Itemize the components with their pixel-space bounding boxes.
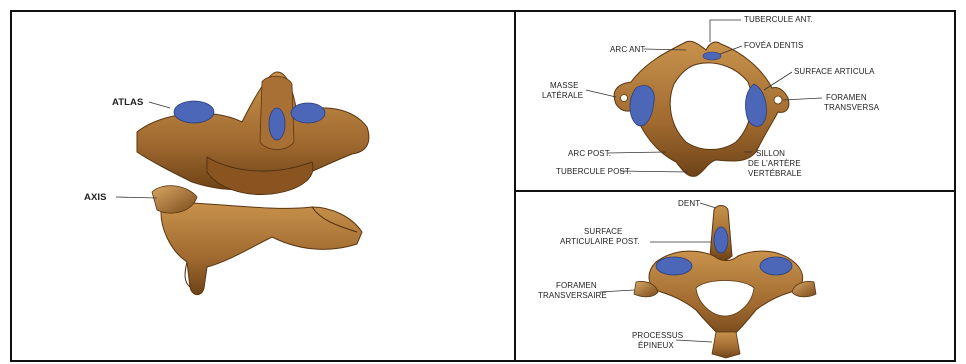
- label-arc-post: ARC POST.: [568, 149, 611, 158]
- label-processus-2: ÉPINEUX: [638, 341, 674, 350]
- atlas-axis-panel: ATLAS AXIS: [12, 12, 514, 360]
- label-processus-1: PROCESSUS: [632, 331, 683, 340]
- label-masse-2: LATÉRALE: [542, 91, 583, 100]
- fovea-dentis: [703, 52, 721, 60]
- label-axis: AXIS: [84, 192, 107, 203]
- atlas-facet-right: [291, 103, 325, 123]
- axis-vertebra: [152, 186, 362, 295]
- label-surface-articulaire: SURFACE ARTICULA: [794, 67, 875, 76]
- atlas-top-view-panel: TUBERCULE ANT. ARC ANT. FOVÉA DENTIS MAS…: [516, 12, 954, 190]
- axis-facet-left: [656, 257, 692, 275]
- label-foramen-axis-1: FORAMEN: [556, 281, 597, 290]
- label-fovea-dentis: FOVÉA DENTIS: [744, 41, 803, 50]
- label-masse-1: MASSE: [550, 81, 579, 90]
- atlas-top-view-illustration: TUBERCULE ANT. ARC ANT. FOVÉA DENTIS MAS…: [516, 12, 954, 190]
- axis-facet-right: [760, 257, 792, 275]
- dens-facet: [269, 108, 285, 140]
- label-foramen-2: TRANSVERSA: [824, 103, 880, 112]
- atlas-vertebra: [137, 72, 369, 195]
- label-surface-post-1: SURFACE: [584, 227, 623, 236]
- label-sillon-2: DE L'ARTÈRE: [748, 159, 801, 168]
- label-foramen-axis-2: TRANSVERSAIRE: [538, 291, 607, 300]
- label-sillon-1: SILLON: [756, 149, 785, 158]
- axis-view-illustration: DENT SURFACE ARTICULAIRE POST. FORAMEN T…: [516, 192, 954, 360]
- label-surface-post-2: ARTICULAIRE POST.: [560, 237, 640, 246]
- label-foramen-1: FORAMEN: [826, 93, 867, 102]
- label-tubercule-ant: TUBERCULE ANT.: [744, 15, 813, 24]
- atlas-facet-left: [174, 101, 214, 123]
- label-tubercule-post: TUBERCULE POST.: [556, 167, 631, 176]
- label-dent: DENT: [678, 199, 700, 208]
- label-sillon-3: VERTÉBRALE: [748, 169, 802, 178]
- atlas-axis-illustration: ATLAS AXIS: [12, 12, 514, 360]
- label-arc-ant: ARC ANT.: [610, 45, 647, 54]
- dens-posterior-facet: [714, 227, 728, 253]
- label-atlas: ATLAS: [112, 97, 143, 108]
- axis-view-panel: DENT SURFACE ARTICULAIRE POST. FORAMEN T…: [516, 192, 954, 360]
